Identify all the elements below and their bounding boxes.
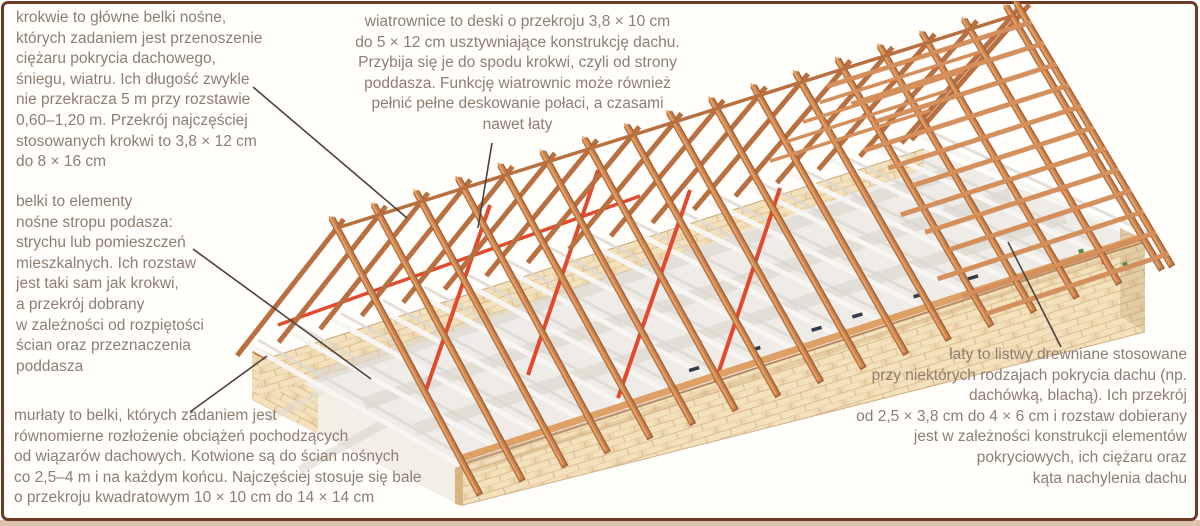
annotation-belki: belki to elementy nośne stropu podasza: … [16,193,204,375]
leader-line-wiatrownice [477,142,493,229]
leader-line-belki [192,248,372,380]
leader-line-krokwie [252,86,408,219]
page-edge-strip [0,520,1200,526]
leader-line-murlaty [189,355,268,413]
annotation-krokwie: krokwie to główne belki nośne, których z… [16,9,263,171]
leader-line-laty [1007,241,1062,348]
annotation-wiatrownice: wiatrownice to deski o przekroju 3,8 × 1… [355,13,680,133]
annotation-laty: łaty to listwy drewniane stosowane przy … [856,346,1187,487]
annotation-murlaty: murłaty to belki, których zadaniem jest … [14,407,422,507]
